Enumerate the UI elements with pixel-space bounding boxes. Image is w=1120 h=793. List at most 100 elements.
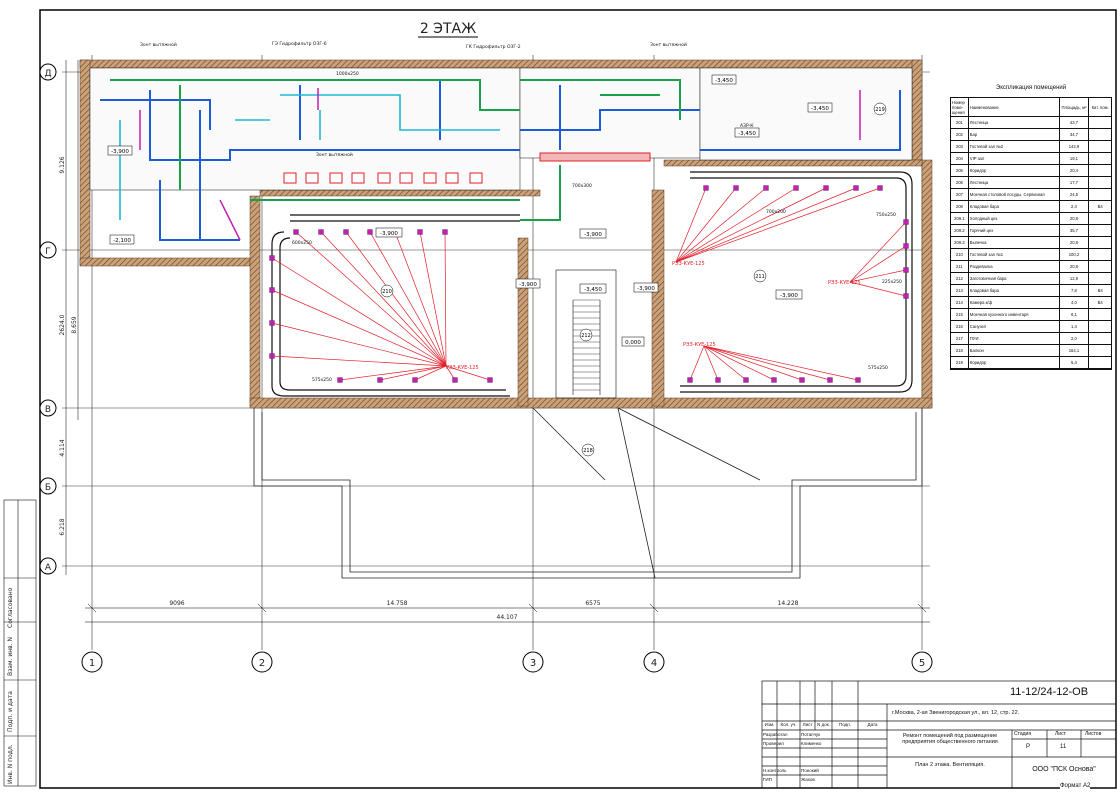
room-schedule-cell: Кладовая бара — [969, 201, 1060, 212]
room-schedule-cell: 213 — [951, 285, 969, 296]
stage-header-stage: Стадия — [1014, 731, 1032, 737]
axis-bubbles-numbers: 1 2 3 4 5 — [81, 651, 933, 673]
svg-text:-3,450: -3,450 — [584, 287, 602, 293]
room-schedule-cell: 204 — [951, 153, 969, 164]
room-tags: 210 211 212 218 219 — [380, 102, 887, 457]
title-block-person-row — [762, 757, 887, 766]
room-schedule-cell: 8,1 — [1060, 309, 1090, 320]
svg-text:Д: Д — [44, 69, 51, 79]
control-wire — [675, 187, 707, 263]
room-schedule-cell: 219 — [951, 357, 969, 368]
title-code: 11-12/24-12-ОВ — [1010, 686, 1089, 698]
diffuser — [487, 377, 493, 383]
stamp-sign-date: Подп. и дата — [7, 691, 14, 732]
svg-text:575x250: 575x250 — [312, 377, 332, 383]
room-schedule-cell: 100,2 — [1060, 249, 1090, 260]
room-schedule-cell: 20,8 — [1060, 237, 1090, 248]
vdim-3: 8.659 — [71, 316, 78, 333]
room-schedule-cell: Коридор — [969, 357, 1060, 368]
stage-header-sheets: Листов — [1085, 731, 1102, 737]
svg-text:Зонт вытяжной: Зонт вытяжной — [650, 41, 687, 48]
device-label-211b: РЭЗ-КУЕ-125 — [828, 280, 861, 286]
svg-text:-3,900: -3,900 — [584, 232, 602, 238]
control-wiring-hall-211-top — [675, 187, 881, 263]
room-schedule-cell: Камера к/ф — [969, 297, 1060, 308]
diffuser — [903, 243, 909, 249]
room-schedule-cell: 20,4 — [1060, 165, 1090, 176]
room-schedule-cell: VIP зал — [969, 153, 1060, 164]
room-schedule-cell: 210 — [951, 249, 969, 260]
room-schedule-cell: 215 — [951, 309, 969, 320]
equipment-notes: Зонт вытяжной ГЭ Гидрофильтр ОЗГ-6 ГК Ги… — [140, 41, 754, 158]
control-wire — [675, 187, 827, 263]
room-schedule-cell: 43,7 — [1060, 117, 1090, 128]
control-wire — [703, 345, 831, 381]
diffuser — [903, 293, 909, 299]
diffuser — [743, 377, 749, 383]
room-schedule-cell: 217 — [951, 333, 969, 344]
person-name: Понокий — [801, 768, 819, 773]
stamp-inv-orig: Инв. N подл. — [7, 744, 14, 784]
cyan-ducts — [119, 94, 500, 220]
room-schedule-cell: Лестница — [969, 117, 1060, 128]
room-schedule-cell: Балкон — [969, 345, 1060, 356]
room-schedule-cell: 209.1 — [951, 213, 969, 224]
room-schedule-cell: Кладовая бара — [969, 285, 1060, 296]
control-wire — [675, 187, 857, 263]
svg-text:0,000: 0,000 — [625, 340, 641, 346]
room-schedule-cell: Санузел — [969, 321, 1060, 332]
title-block-col-header: Кол. уч. — [780, 722, 797, 727]
room-schedule-cell: 216 — [951, 321, 969, 332]
title-block-person-row — [762, 748, 887, 757]
svg-text:ГЭ Гидрофильтр ОЗГ-6: ГЭ Гидрофильтр ОЗГ-6 — [272, 41, 327, 47]
control-wiring-hall-210 — [271, 231, 491, 381]
diffuser — [827, 377, 833, 383]
diffuser — [367, 229, 373, 235]
room-schedule-cell — [1089, 213, 1111, 224]
control-wire — [849, 281, 907, 297]
room-schedule-cell: Лестница — [969, 177, 1060, 188]
diffuser — [377, 377, 383, 383]
diffuser — [763, 185, 769, 191]
diffuser — [343, 229, 349, 235]
control-wire — [849, 245, 907, 283]
title-sheet-name: План 2 этажа. Вентиляция. — [915, 762, 985, 768]
room-schedule-cell: 2,0 — [1060, 333, 1090, 344]
svg-text:4: 4 — [651, 658, 657, 669]
svg-text:5: 5 — [919, 658, 925, 669]
room-schedule-cell: Моечная кухонного инвентаря — [969, 309, 1060, 320]
control-wire — [320, 231, 447, 367]
svg-text:2: 2 — [259, 658, 265, 669]
room-schedule-cell — [1089, 225, 1111, 236]
room-schedule-cell: 34,7 — [1060, 129, 1090, 140]
room-schedule-cell — [1089, 129, 1111, 140]
room-schedule-cell: Раздевалка — [969, 261, 1060, 272]
room-schedule-cell: Гостевой зал №1 — [969, 249, 1060, 260]
room-schedule-cell: Выпечка — [969, 237, 1060, 248]
svg-text:700x300: 700x300 — [572, 183, 592, 189]
diffuser — [269, 255, 275, 261]
format-label: Формат А2 — [1060, 783, 1091, 789]
vdim-5: 6.218 — [59, 518, 66, 535]
person-role: Проверил — [763, 741, 784, 746]
control-wire — [419, 231, 447, 367]
side-stamp-frame — [3, 499, 37, 787]
room-schedule-cell — [1089, 141, 1111, 152]
room-schedule-cell: 201 — [951, 117, 969, 128]
room-schedule-cell: В4 — [1097, 300, 1103, 305]
control-wire — [295, 231, 447, 367]
title-block-frame — [761, 680, 1117, 789]
diffuser — [877, 185, 883, 191]
room-schedule-cell: 208 — [951, 201, 969, 212]
svg-text:-2,100: -2,100 — [113, 238, 131, 244]
room-schedule-cell — [1089, 189, 1111, 200]
